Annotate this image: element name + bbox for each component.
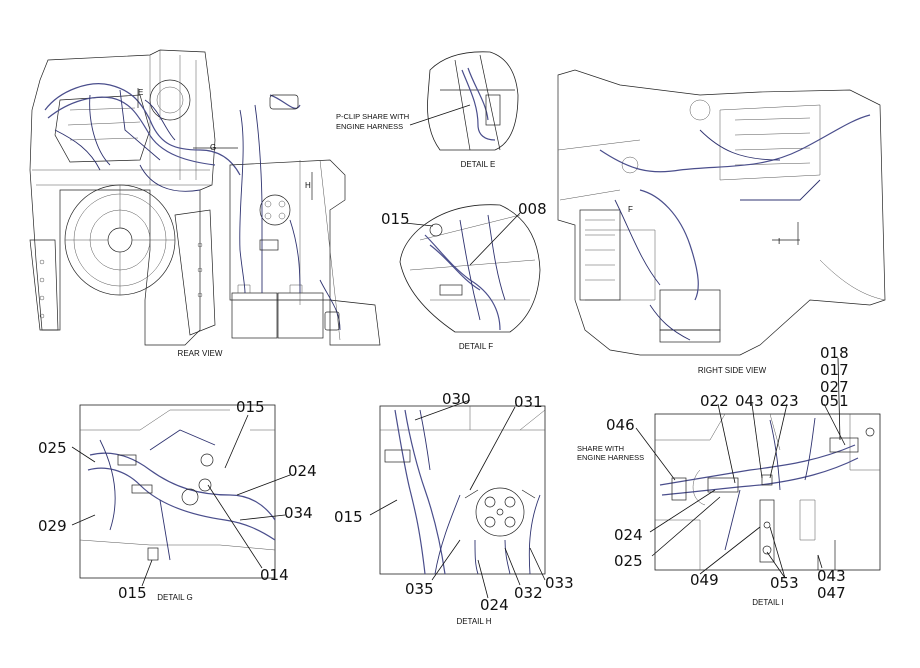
- detail-i-note-line2: ENGINE HARNESS: [577, 453, 644, 462]
- section-marker-g: G: [210, 143, 216, 152]
- callout-i-024: 024: [614, 526, 643, 544]
- detail-i: [635, 357, 881, 579]
- detail-e: [409, 51, 519, 151]
- callout-i-043-bottom: 043: [817, 567, 846, 585]
- callout-h-035: 035: [405, 580, 434, 598]
- callout-i-047: 047: [817, 584, 846, 602]
- section-marker-e: E: [138, 88, 143, 97]
- callout-f-008: 008: [518, 200, 547, 218]
- detail-g-caption: DETAIL G: [157, 593, 193, 602]
- callout-f-015: 015: [381, 210, 410, 228]
- detail-e-note-line2: ENGINE HARNESS: [336, 122, 403, 131]
- callout-i-023: 023: [770, 392, 799, 410]
- section-marker-h: H: [305, 181, 311, 190]
- callout-g-029: 029: [38, 517, 67, 535]
- callout-g-015-top: 015: [236, 398, 265, 416]
- callout-i-017: 017: [820, 361, 849, 379]
- callout-h-033: 033: [545, 574, 574, 592]
- detail-e-note-line1: P-CLIP SHARE WITH: [336, 112, 409, 121]
- callout-h-032: 032: [514, 584, 543, 602]
- callout-i-043-top: 043: [735, 392, 764, 410]
- rear-view: E G H: [29, 49, 381, 346]
- callout-i-053: 053: [770, 574, 799, 592]
- callout-i-022: 022: [700, 392, 729, 410]
- callout-h-024: 024: [480, 596, 509, 614]
- callout-g-025: 025: [38, 439, 67, 457]
- callout-i-049: 049: [690, 571, 719, 589]
- callout-g-034: 034: [284, 504, 313, 522]
- callout-i-046: 046: [606, 416, 635, 434]
- detail-i-note-line1: SHARE WITH: [577, 444, 624, 453]
- section-marker-f: F: [628, 205, 633, 214]
- callout-g-024: 024: [288, 462, 317, 480]
- callout-i-027: 027: [820, 378, 849, 396]
- callout-g-015-bottom: 015: [118, 584, 147, 602]
- callout-i-025: 025: [614, 552, 643, 570]
- detail-f: [399, 204, 541, 333]
- detail-g: [71, 404, 291, 587]
- rear-view-caption: REAR VIEW: [178, 349, 223, 358]
- detail-i-caption: DETAIL I: [752, 598, 784, 607]
- callout-i-051: 051: [820, 392, 849, 410]
- detail-f-caption: DETAIL F: [459, 342, 493, 351]
- callout-i-018: 018: [820, 344, 849, 362]
- detail-e-caption: DETAIL E: [461, 160, 496, 169]
- callout-h-030: 030: [442, 390, 471, 408]
- callout-g-014: 014: [260, 566, 289, 584]
- detail-h: [369, 399, 546, 599]
- right-side-view: I F: [557, 69, 886, 356]
- callout-h-015: 015: [334, 508, 363, 526]
- right-side-view-caption: RIGHT SIDE VIEW: [698, 366, 767, 375]
- detail-h-caption: DETAIL H: [456, 617, 491, 626]
- section-marker-i: I: [778, 237, 780, 246]
- callout-h-031: 031: [514, 393, 543, 411]
